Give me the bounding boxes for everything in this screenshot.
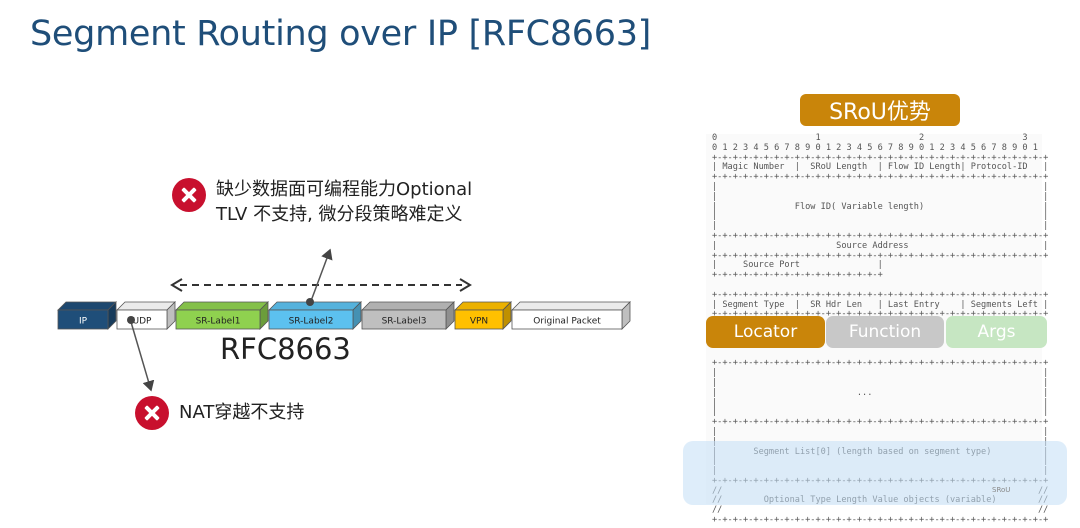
args-field: Args — [946, 316, 1047, 348]
packet-segment-label: UDP — [133, 317, 153, 327]
watermark: SRoU — [992, 486, 1011, 494]
issue-programmability-line1: 缺少数据面可编程能力Optional — [216, 179, 473, 200]
packet-segment-label: Original Packet — [533, 317, 601, 327]
packet-segment-label: VPN — [470, 317, 488, 327]
issue-programmability-line2: TLV 不支持, 微分段策略难定义 — [216, 204, 463, 225]
locator-field: Locator — [706, 316, 825, 348]
packet-segments: IP UDP SR-Label1 SR-Label2 SR-Label3 VPN Origi… — [57, 301, 631, 330]
packet-segment-label: SR-Label3 — [382, 317, 427, 327]
rfc-caption: RFC8663 — [220, 332, 351, 366]
packet-segment-label: IP — [79, 317, 88, 327]
error-x-icon — [135, 396, 169, 430]
packet-segment-sr-label1: SR-Label1 — [175, 301, 269, 330]
packet-segment-sr-label3: SR-Label3 — [361, 301, 455, 330]
packet-segment-udp: UDP — [116, 301, 176, 330]
sr-span-arrow-right-head — [459, 278, 472, 292]
optional-tlv-highlight — [683, 441, 1067, 505]
packet-segment-sr-label2: SR-Label2 — [268, 301, 362, 330]
issue-nat-traversal-line1: NAT穿越不支持 — [179, 402, 305, 423]
pointer-line-issue-programmability — [310, 248, 333, 302]
sr-span-arrow-left-head — [170, 278, 183, 292]
packet-segment-ip: IP — [57, 301, 117, 330]
issue-programmability-text: 缺少数据面可编程能力Optional TLV 不支持, 微分段策略难定义 — [216, 177, 472, 227]
pointer-dot-udp — [127, 316, 135, 324]
packet-segment-original-packet: Original Packet — [511, 301, 631, 330]
issue-nat-traversal-text: NAT穿越不支持 — [179, 400, 304, 425]
issue-programmability: 缺少数据面可编程能力Optional TLV 不支持, 微分段策略难定义 — [172, 178, 472, 227]
packet-segment-label: SR-Label2 — [289, 317, 334, 327]
srou-title-badge: SRoU优势 — [800, 94, 960, 126]
function-field: Function — [826, 316, 944, 348]
slide-title: Segment Routing over IP [RFC8663] — [30, 14, 652, 54]
packet-segment-vpn: VPN — [454, 301, 512, 330]
packet-segment-label: SR-Label1 — [196, 317, 241, 327]
issue-nat-traversal: NAT穿越不支持 — [135, 396, 304, 430]
error-x-icon — [172, 178, 206, 212]
pointer-line-issue-nat — [130, 321, 155, 392]
pointer-dot-sr-label2 — [306, 298, 314, 306]
